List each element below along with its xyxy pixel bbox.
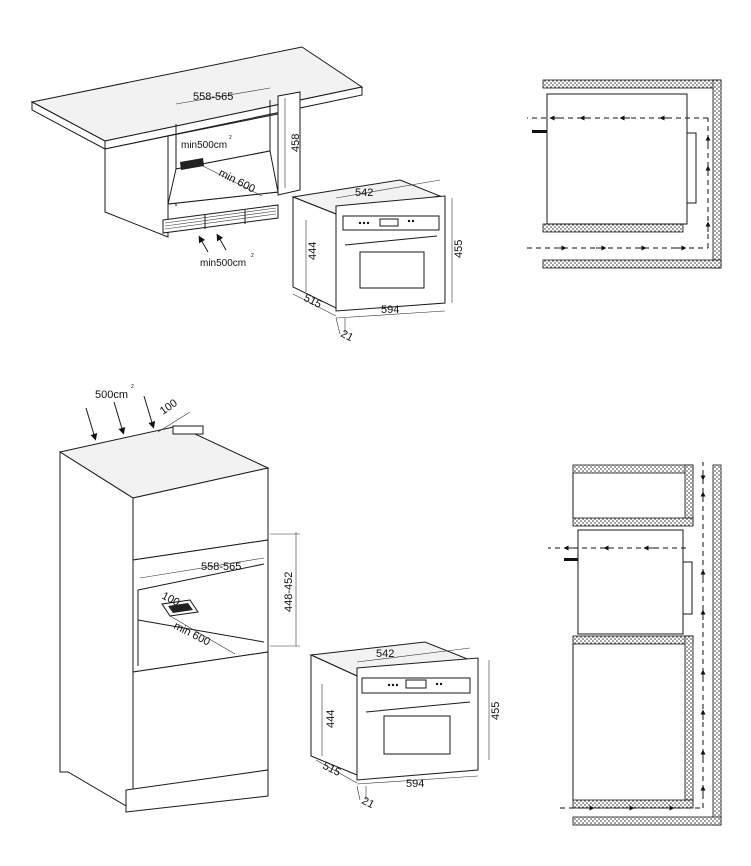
oven-dimensions-1: 542 444 455 515 594 21 (291, 179, 465, 344)
front-vent-area-sup: 2 (251, 253, 254, 259)
plinth-grille (162, 204, 279, 234)
oven-dimensions-2: 542 444 455 515 594 21 (309, 641, 502, 811)
lower-shelf-insulation (572, 635, 694, 645)
oven-2-front-height: 455 (490, 702, 502, 720)
lower-compartment-wall (684, 635, 694, 807)
oven-2-front-panel (356, 657, 479, 781)
lower-front-panel (132, 651, 269, 791)
oven-1-front-height: 455 (453, 240, 465, 258)
top-gap-label: 100 (158, 397, 180, 417)
top-insulation (542, 79, 722, 89)
upper-compartment-wall (684, 464, 694, 526)
oven-2-front-width: 594 (406, 778, 424, 790)
oven-1-window (359, 251, 425, 289)
rear-vent-area-label: min500cm (181, 140, 227, 151)
cabinet-left-side (59, 451, 134, 811)
bottom-insulation-2 (572, 816, 722, 826)
base-insulation (572, 799, 694, 809)
oven-2-window (383, 715, 451, 755)
upper-shelf-insulation (572, 517, 694, 527)
cabinet-right-panel (277, 91, 301, 196)
right-insulation-2 (712, 464, 722, 826)
niche-floor (167, 150, 279, 205)
oven-1-body-height: 444 (307, 242, 319, 260)
oven-2-door-thickness: 21 (360, 795, 376, 811)
rear-vent-area-sup: 2 (229, 135, 232, 141)
top-insulation-2 (572, 464, 694, 474)
airflow-diagram-1 (527, 79, 722, 269)
niche-width-label: 558-565 (193, 91, 233, 103)
niche-height-label: 458 (290, 134, 302, 152)
right-insulation (712, 79, 722, 269)
rear-vent-slot (180, 158, 204, 170)
oven-1-front-panel (335, 195, 446, 312)
niche-width-label-2: 558-565 (201, 561, 241, 573)
under-counter-installation: 558-565 458 min500cm 2 min 600 min500cm … (30, 46, 364, 269)
oven-cavity-2 (577, 529, 684, 635)
bottom-insulation (542, 259, 722, 269)
oven-2-body-height: 444 (325, 710, 337, 728)
niche-opening (132, 539, 269, 673)
cabinet-left-panel (104, 135, 169, 238)
shelf-insulation (542, 223, 684, 233)
top-vent-area-label: 500cm (95, 389, 128, 401)
tall-cabinet-installation: 500cm 2 100 558-565 448-452 100 min 600 (58, 384, 300, 813)
top-vent-area-sup: 2 (131, 384, 134, 390)
niche-height-label-2: 448-452 (283, 572, 295, 612)
oven-1-door-thickness: 21 (339, 328, 355, 344)
oven-1-depth-top: 542 (355, 187, 373, 199)
cabinet-plinth (125, 769, 269, 813)
airflow-diagram-2 (548, 462, 722, 826)
oven-1-front-width: 594 (381, 304, 399, 316)
oven-cavity (546, 93, 688, 225)
front-vent-area-label: min500cm (200, 258, 246, 269)
oven-2-depth-top: 542 (376, 648, 394, 660)
